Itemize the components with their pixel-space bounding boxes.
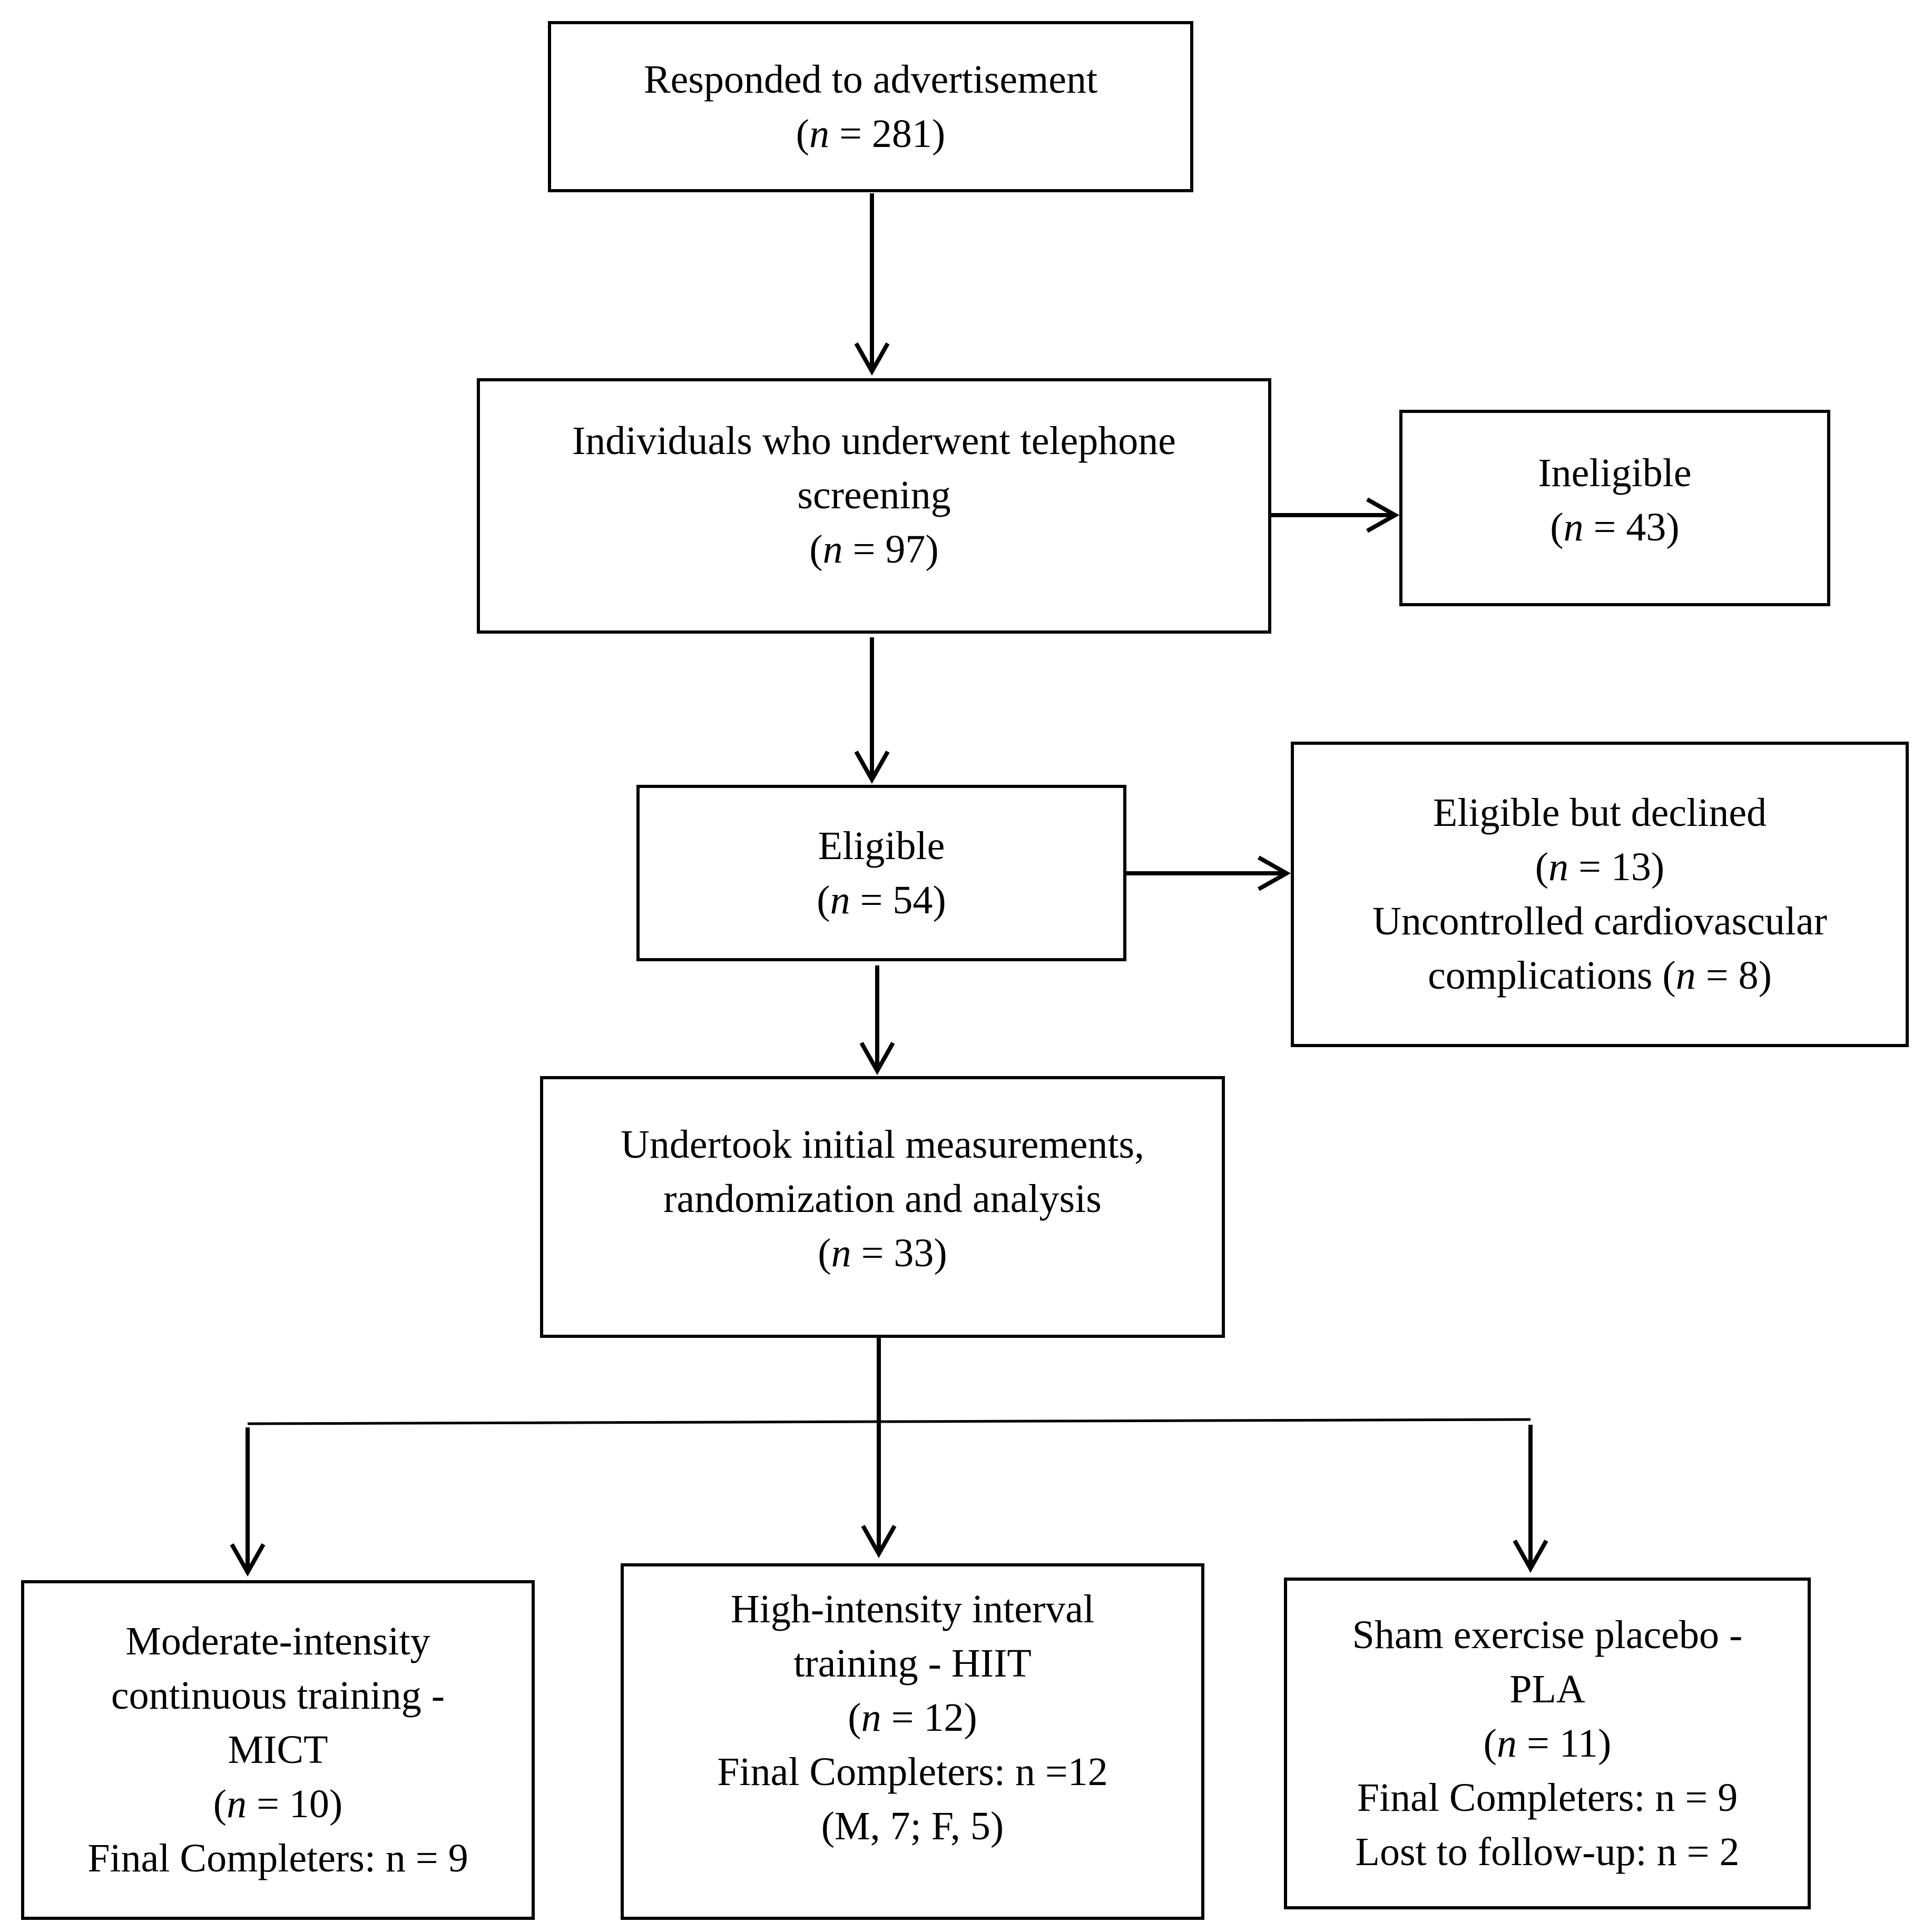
n-symbol: n (809, 111, 830, 156)
arrowhead-branch-to-mict (230, 1543, 266, 1577)
hiit-title-line2: training - HIIT (793, 1641, 1032, 1685)
box-eligible-but-declined: Eligible but declined (n = 13) Uncontrol… (1291, 742, 1909, 1047)
box-initial-measurements: Undertook initial measurements, randomiz… (540, 1076, 1225, 1338)
n-symbol: n (861, 1696, 881, 1740)
pla-title-line2: PLA (1509, 1667, 1585, 1711)
responded-count: (n = 281) (796, 111, 946, 156)
ineligible-title: Ineligible (1538, 450, 1692, 495)
box-eligible: Eligible (n = 54) (636, 785, 1126, 961)
screening-title-line2: screening (797, 473, 951, 517)
mict-count: (n = 10) (213, 1782, 343, 1826)
initial-count: (n = 33) (818, 1231, 947, 1275)
eligible-title: Eligible (818, 823, 945, 868)
n-symbol: n (1496, 1721, 1517, 1766)
n-symbol: n (830, 878, 850, 922)
box-mict-group: Moderate-intensity continuous training -… (21, 1580, 535, 1920)
arrowhead-responded-to-screening (854, 342, 890, 376)
pla-lost: Lost to follow-up: n = 2 (1355, 1829, 1740, 1874)
responded-title: Responded to advertisement (643, 57, 1098, 102)
box-pla-group: Sham exercise placebo - PLA (n = 11) Fin… (1284, 1578, 1811, 1909)
initial-title-line2: randomization and analysis (663, 1177, 1102, 1221)
arrowhead-eligible-to-initial (859, 1042, 895, 1076)
screening-title-line1: Individuals who underwent telephone (572, 419, 1176, 463)
arrowhead-screening-to-eligible (854, 751, 890, 784)
mict-title-line2: continuous training - (111, 1673, 445, 1718)
mict-title-line1: Moderate-intensity (125, 1619, 430, 1663)
declined-complication-line2: complications (n = 8) (1428, 953, 1772, 998)
hiit-completers: Final Completers: n =12 (717, 1750, 1108, 1794)
box-responded-to-advertisement: Responded to advertisement (n = 281) (548, 21, 1193, 192)
pla-title-line1: Sham exercise placebo - (1352, 1612, 1743, 1657)
n-symbol: n (1675, 953, 1696, 998)
hiit-title-line1: High-intensity interval (730, 1587, 1095, 1631)
mict-completers: Final Completers: n = 9 (87, 1836, 468, 1880)
hiit-count: (n = 12) (848, 1696, 977, 1740)
initial-title-line1: Undertook initial measurements, (620, 1122, 1145, 1167)
declined-title: Eligible but declined (1433, 791, 1767, 835)
n-symbol: n (1548, 845, 1569, 889)
box-hiit-group: High-intensity interval training - HIIT … (621, 1563, 1204, 1920)
declined-complication-line1: Uncontrolled cardiovascular (1372, 899, 1828, 943)
box-ineligible: Ineligible (n = 43) (1399, 410, 1830, 606)
ineligible-count: (n = 43) (1550, 505, 1680, 549)
eligible-count: (n = 54) (817, 878, 946, 922)
n-symbol: n (831, 1231, 851, 1275)
pla-completers: Final Completers: n = 9 (1357, 1775, 1738, 1820)
n-symbol: n (1563, 505, 1584, 549)
mict-title-line3: MICT (228, 1728, 328, 1772)
arrowhead-screening-to-ineligible (1366, 497, 1400, 533)
hiit-sex-breakdown: (M, 7; F, 5) (821, 1804, 1004, 1848)
n-symbol: n (227, 1782, 247, 1826)
branch-bar (247, 1418, 1531, 1425)
n-symbol: n (822, 527, 843, 571)
screening-count: (n = 97) (809, 527, 939, 571)
arrowhead-eligible-to-declined (1258, 855, 1291, 891)
arrowhead-initial-to-hiit (861, 1525, 897, 1559)
declined-count: (n = 13) (1535, 845, 1665, 889)
arrowhead-branch-to-pla (1513, 1540, 1548, 1573)
pla-count: (n = 11) (1483, 1721, 1612, 1766)
box-telephone-screening: Individuals who underwent telephone scre… (477, 378, 1271, 634)
